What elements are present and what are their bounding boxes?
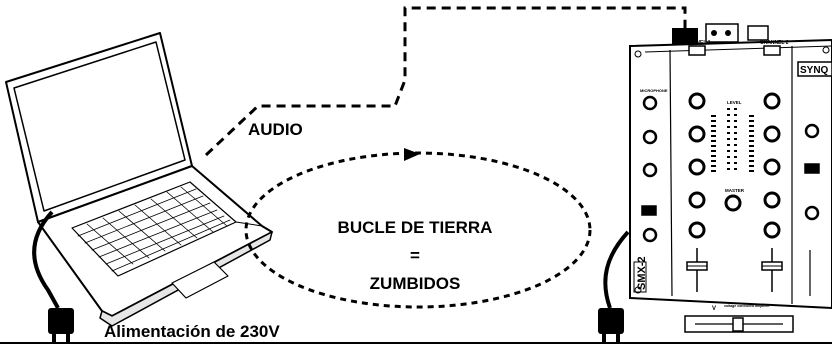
vca-logo: V bbox=[712, 306, 716, 312]
mic-knobs bbox=[641, 95, 658, 243]
level-label: LEVEL bbox=[727, 100, 742, 105]
ground-loop-result: ZUMBIDOS bbox=[369, 274, 461, 293]
mixer-power-cord bbox=[598, 230, 630, 343]
audio-cable bbox=[204, 6, 687, 157]
microphone-label: MICROPHONE bbox=[640, 88, 668, 93]
arrow-right-icon bbox=[404, 148, 420, 161]
ground-loop-equals: = bbox=[410, 246, 420, 265]
channel1-knobs bbox=[688, 45, 706, 239]
vca-caption: voltage controlled amplifier bbox=[724, 304, 770, 308]
right-knobs bbox=[804, 123, 820, 221]
audio-label: AUDIO bbox=[248, 120, 303, 139]
brand-label: SYNQ bbox=[800, 65, 829, 76]
ground-loop bbox=[244, 148, 592, 309]
channel1-label: CHANNEL 1 bbox=[682, 40, 711, 46]
dj-mixer-icon: CHANNEL 1 CHANNEL 2 SYNQ LEVEL MASTER MI… bbox=[629, 23, 832, 333]
master-knob bbox=[724, 194, 742, 212]
crossfader bbox=[684, 315, 794, 333]
channel2-label: CHANNEL 2 bbox=[760, 40, 789, 46]
channel2-meter bbox=[749, 115, 754, 172]
level-meter bbox=[727, 108, 737, 170]
channel2-knobs bbox=[763, 45, 781, 239]
brand-box bbox=[797, 61, 832, 77]
ground-loop-title: BUCLE DE TIERRA bbox=[337, 218, 493, 237]
channel2-fader bbox=[761, 248, 783, 292]
power-label: Alimentación de 230V bbox=[104, 322, 280, 341]
laptop-power-cord bbox=[32, 210, 74, 343]
master-label: MASTER bbox=[725, 188, 745, 193]
laptop-icon bbox=[5, 32, 273, 327]
channel1-meter bbox=[711, 115, 716, 172]
channel1-fader bbox=[686, 248, 708, 292]
model-strip bbox=[633, 261, 647, 293]
model-label: SMX-2 bbox=[636, 256, 648, 290]
